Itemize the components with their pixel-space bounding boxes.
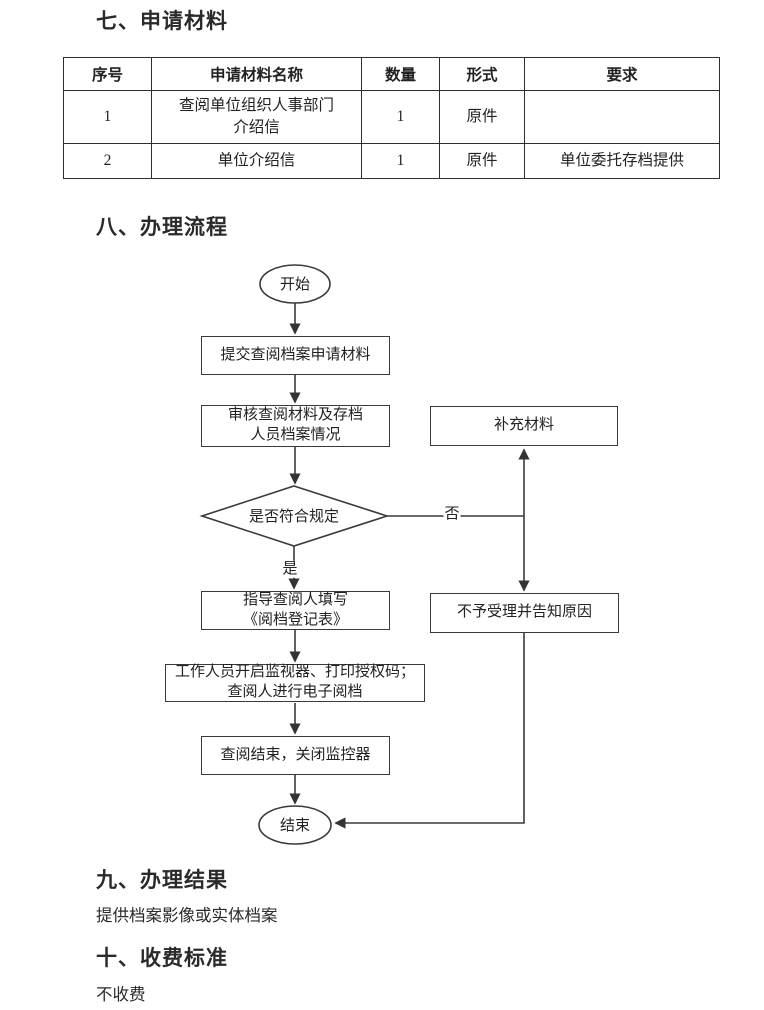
table-header-row: 序号 申请材料名称 数量 形式 要求 (63, 57, 720, 91)
step-monitor-line: 工作人员开启监视器、打印授权码； (174, 664, 415, 681)
step-monitor-line: 查阅人进行电子阅档 (227, 684, 363, 700)
step-monitor-box: 工作人员开启监视器、打印授权码； 查阅人进行电子阅档 (165, 664, 425, 702)
step-finish-box: 查阅结束，关闭监控器 (201, 736, 390, 775)
no-label: 否 (443, 505, 461, 523)
end-terminator (258, 805, 332, 845)
step-review-line: 人员档案情况 (250, 427, 341, 443)
cell-name-line: 查阅单位组织人事部门 (178, 96, 334, 114)
fee-body: 不收费 (96, 985, 146, 1004)
step-submit-label: 提交查阅档案申请材料 (220, 346, 371, 363)
step-guide-line: 指导查阅人填写 (242, 591, 348, 608)
cell-name-line: 介绍信 (233, 119, 280, 136)
cell-name: 查阅单位组织人事部门 介绍信 (151, 90, 362, 144)
step-submit-box: 提交查阅档案申请材料 (201, 336, 390, 375)
cell-req: 单位委托存档提供 (524, 143, 720, 179)
step-finish-label: 查阅结束，关闭监控器 (220, 746, 371, 763)
arrow-reject-to-end (334, 633, 525, 829)
end-label: 结束 (279, 817, 311, 834)
step-review-line: 审核查阅材料及存档 (227, 407, 363, 424)
cell-name: 单位介绍信 (151, 143, 362, 179)
start-terminator (259, 264, 331, 304)
yes-label: 是 (281, 560, 299, 578)
section-title-process: 八、办理流程 (96, 216, 228, 239)
decision-label: 是否符合规定 (248, 508, 340, 525)
cell-form: 原件 (439, 143, 525, 179)
start-label: 开始 (279, 276, 311, 293)
step-reject-label: 不予受理并告知原因 (456, 604, 592, 621)
step-guide-box: 指导查阅人填写 《阅档登记表》 (201, 591, 390, 630)
cell-qty: 1 (361, 143, 440, 179)
step-review-box: 审核查阅材料及存档 人员档案情况 (201, 405, 390, 447)
cell-form: 原件 (439, 90, 525, 144)
table-row: 2 单位介绍信 1 原件 单位委托存档提供 (63, 143, 720, 179)
cell-req (524, 90, 720, 144)
step-supplement-box: 补充材料 (430, 406, 618, 446)
section-title-fee: 十、收费标准 (96, 947, 228, 970)
section-title-materials: 七、申请材料 (96, 10, 228, 33)
step-reject-box: 不予受理并告知原因 (430, 593, 619, 633)
materials-table: 序号 申请材料名称 数量 形式 要求 1 查阅单位组织人事部门 介绍信 1 原件… (63, 57, 720, 179)
cell-no: 2 (63, 143, 152, 179)
section-title-result: 九、办理结果 (96, 869, 228, 892)
decision-diamond (199, 485, 390, 547)
result-body: 提供档案影像或实体档案 (96, 906, 278, 925)
table-row: 1 查阅单位组织人事部门 介绍信 1 原件 (63, 90, 720, 144)
table-header-form: 形式 (439, 57, 525, 91)
step-supplement-label: 补充材料 (493, 417, 554, 434)
step-guide-line: 《阅档登记表》 (242, 611, 348, 628)
cell-no: 1 (63, 90, 152, 144)
